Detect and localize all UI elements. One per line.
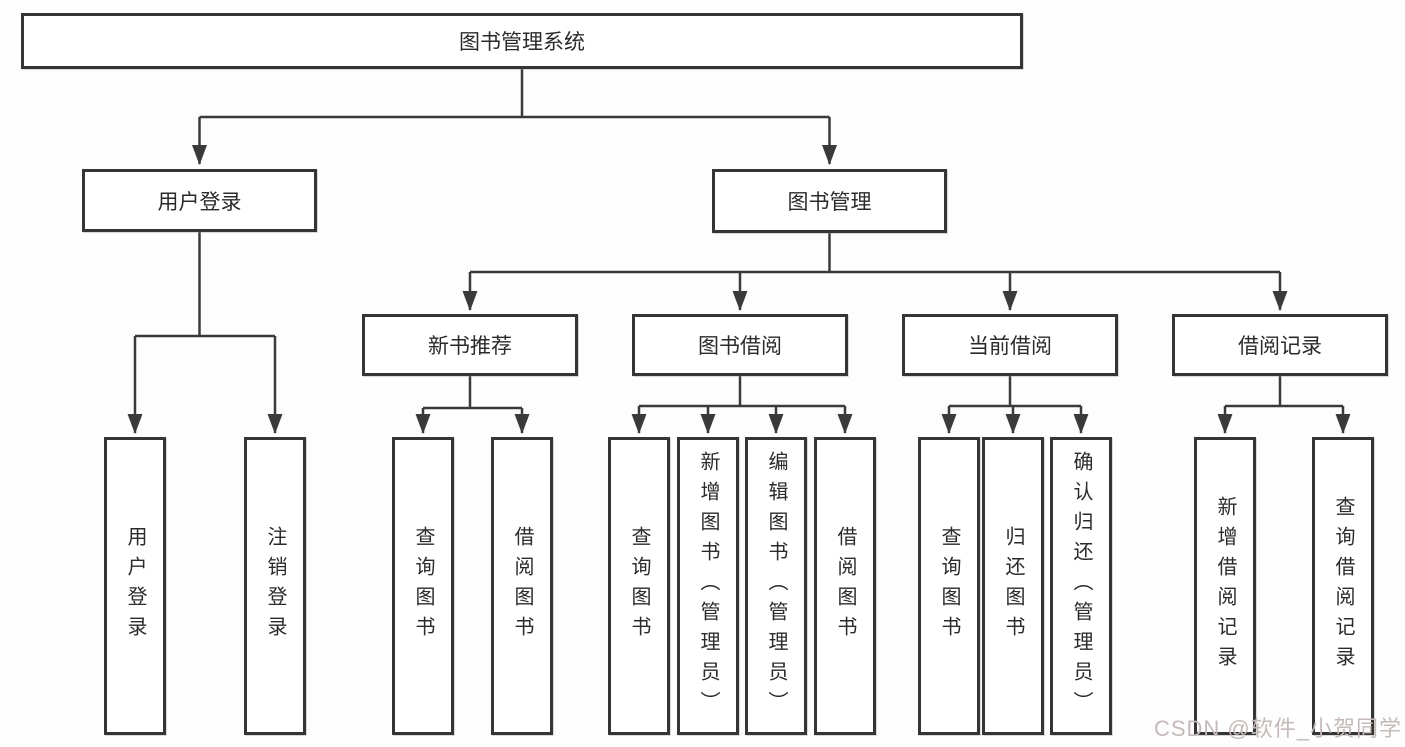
node-current-borrow: 当前借阅	[902, 314, 1118, 376]
leaf-query-books-borrow-label: 查询图书	[628, 526, 650, 646]
leaf-add-books-admin-label: 新增图书（管理员）	[697, 451, 719, 721]
leaf-logout-login-label: 注销登录	[264, 526, 286, 646]
leaf-edit-books-admin: 编辑图书（管理员）	[745, 437, 807, 735]
leaf-user-login: 用户登录	[104, 437, 166, 735]
node-book-borrow: 图书借阅	[632, 314, 848, 376]
node-new-book-recommend: 新书推荐	[362, 314, 578, 376]
node-user-login-label: 用户登录	[157, 190, 242, 214]
leaf-query-borrow-record-label: 查询借阅记录	[1332, 496, 1354, 676]
leaf-borrow-books-recommend: 借阅图书	[491, 437, 553, 735]
leaf-query-books-current: 查询图书	[918, 437, 980, 735]
leaf-return-books-label: 归还图书	[1002, 526, 1024, 646]
leaf-query-books-recommend: 查询图书	[392, 437, 454, 735]
node-book-management-label: 图书管理	[787, 191, 872, 214]
node-user-login: 用户登录	[82, 169, 317, 232]
leaf-borrow-books: 借阅图书	[814, 437, 876, 735]
leaf-confirm-return-admin: 确认归还（管理员）	[1050, 437, 1112, 735]
leaf-logout-login: 注销登录	[244, 437, 306, 735]
leaf-user-login-label: 用户登录	[124, 526, 146, 646]
node-new-book-recommend-label: 新书推荐	[428, 335, 512, 358]
leaf-add-borrow-record: 新增借阅记录	[1194, 437, 1256, 735]
leaf-query-books-current-label: 查询图书	[938, 526, 960, 646]
leaf-query-books-borrow: 查询图书	[608, 437, 670, 735]
leaf-borrow-books-label: 借阅图书	[834, 526, 856, 646]
node-book-management: 图书管理	[712, 169, 947, 233]
leaf-confirm-return-admin-label: 确认归还（管理员）	[1070, 451, 1092, 721]
leaf-query-borrow-record: 查询借阅记录	[1312, 437, 1374, 735]
node-book-borrow-label: 图书借阅	[698, 335, 782, 358]
node-borrow-records-label: 借阅记录	[1238, 335, 1322, 358]
leaf-query-books-recommend-label: 查询图书	[412, 526, 434, 646]
node-root-system: 图书管理系统	[21, 13, 1023, 69]
node-borrow-records: 借阅记录	[1172, 314, 1388, 376]
leaf-add-borrow-record-label: 新增借阅记录	[1214, 496, 1236, 676]
leaf-borrow-books-recommend-label: 借阅图书	[511, 526, 533, 646]
node-root-label: 图书管理系统	[459, 31, 585, 54]
leaf-add-books-admin: 新增图书（管理员）	[677, 437, 739, 735]
leaf-edit-books-admin-label: 编辑图书（管理员）	[765, 451, 787, 721]
leaf-return-books: 归还图书	[982, 437, 1044, 735]
csdn-watermark: CSDN @软件_小贺同学	[1153, 716, 1402, 741]
node-current-borrow-label: 当前借阅	[968, 335, 1052, 358]
